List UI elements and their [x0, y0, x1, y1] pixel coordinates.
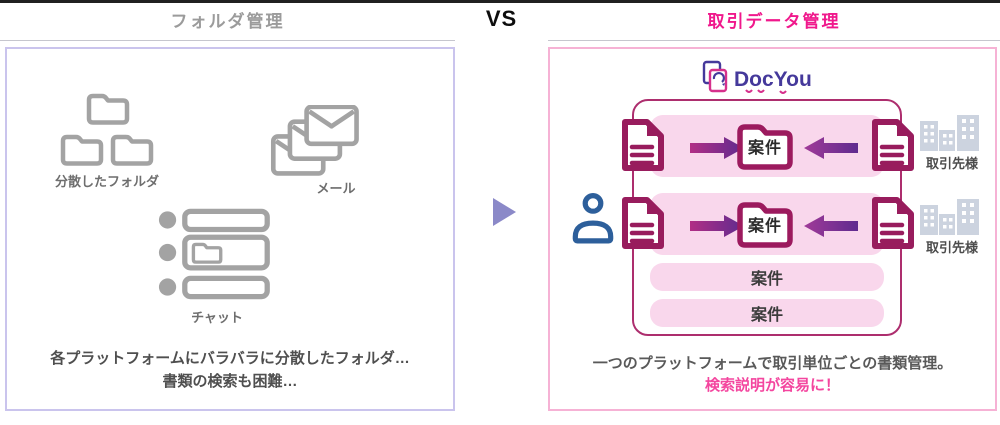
case-folder: 案件	[736, 195, 794, 251]
docyou-logo-text: DocYou	[734, 68, 812, 91]
mail-icon	[270, 105, 359, 176]
right-caption-line2: 検索説明が容易に！	[704, 377, 840, 394]
case-folder-label: 案件	[747, 140, 782, 157]
user-icon	[572, 193, 614, 244]
case-row-4: 案件	[650, 299, 884, 327]
left-title-divider	[0, 40, 455, 41]
case-folder-label: 案件	[747, 218, 782, 235]
folder-management-panel: 分散したフォルダ メール チャット 各プラットフォームにバラバラに分散し	[5, 47, 455, 411]
left-caption-line2: 書類の検索も困難…	[162, 373, 298, 390]
left-panel-title: フォルダ管理	[170, 12, 285, 31]
buildings-icon	[920, 199, 979, 235]
arrow-right-icon	[690, 137, 744, 159]
chat-label: チャット	[191, 310, 243, 325]
chat-folder-glyph	[191, 242, 223, 264]
right-caption-line1: 一つのプラットフォームで取引単位ごとの書類管理。	[592, 355, 953, 372]
scattered-folders-icon	[60, 93, 154, 166]
left-caption: 各プラットフォームにバラバラに分散したフォルダ… 書類の検索も困難…	[7, 347, 453, 393]
transaction-data-management-panel: DocYou 案件 案件	[548, 47, 997, 411]
top-border-bar	[0, 0, 1000, 3]
docyou-logo: DocYou	[702, 60, 812, 94]
case-folder: 案件	[736, 117, 794, 173]
scattered-folders-label: 分散したフォルダ	[54, 174, 159, 189]
document-icon	[622, 197, 664, 249]
arrow-left-icon	[804, 137, 858, 159]
chat-icon	[158, 208, 270, 300]
right-title-divider	[548, 40, 1000, 41]
arrow-right-icon	[690, 215, 744, 237]
mail-label: メール	[316, 181, 356, 196]
partner-label: 取引先様	[925, 156, 978, 171]
document-icon	[872, 119, 914, 171]
arrow-left-icon	[804, 215, 858, 237]
document-icon	[622, 119, 664, 171]
document-icon	[872, 197, 914, 249]
right-panel-title: 取引データ管理	[707, 12, 841, 31]
right-caption: 一つのプラットフォームで取引単位ごとの書類管理。 検索説明が容易に！	[550, 353, 995, 397]
vs-label: VS	[485, 6, 518, 31]
partner-label: 取引先様	[925, 240, 978, 255]
case-row-3: 案件	[650, 263, 884, 291]
left-caption-line1: 各プラットフォームにバラバラに分散したフォルダ…	[50, 350, 410, 367]
buildings-icon	[920, 115, 979, 151]
transition-arrow-icon	[493, 198, 516, 226]
